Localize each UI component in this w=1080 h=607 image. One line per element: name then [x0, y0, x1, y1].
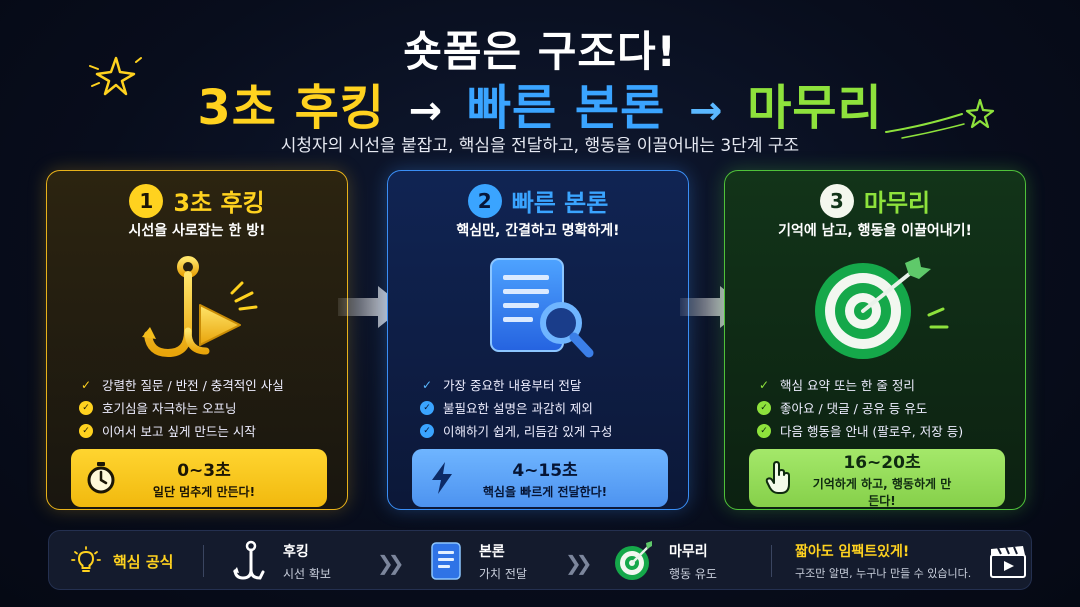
check-circle-icon: ✓	[420, 423, 434, 438]
fishing-hook-play-icon	[142, 256, 258, 358]
step-card-ending: 3 마무리 기억에 남고, 행동을 이끌어내기! ✓핵심 요약 또는 한 줄 정…	[724, 170, 1026, 510]
slogan-description: 구조만 알면, 누구나 만들 수 있습니다.	[795, 567, 972, 580]
formula-step-desc: 시선 확보	[283, 566, 331, 581]
formula-step-body: 본론 가치 전달	[429, 531, 527, 591]
time-badge: 4~15초 핵심을 빠르게 전달한다!	[412, 449, 668, 507]
list-item: ✓다음 행동을 안내 (팔로우, 저장 등)	[757, 419, 1015, 442]
card-header: 3 마무리	[725, 183, 1025, 218]
formula-step-title: 후킹	[283, 543, 309, 560]
slogan-group: 짧아도 임팩트있게! 구조만 알면, 누구나 만들 수 있습니다.	[795, 531, 971, 591]
time-range: 0~3초	[177, 461, 231, 481]
title-ending: 마무리	[747, 80, 883, 136]
formula-step-title: 본론	[479, 543, 505, 560]
list-item: ✓가장 중요한 내용부터 전달	[421, 377, 582, 394]
check-circle-icon: ✓	[757, 423, 771, 438]
chevron-double-right-icon: ❯❯	[565, 551, 592, 575]
card-subtitle: 기억에 남고, 행동을 이끌어내기!	[778, 223, 972, 239]
card-title: 3초 후킹	[173, 189, 265, 217]
card-subtitle: 시선을 사로잡는 한 방!	[128, 223, 266, 239]
card-header: 2 빠른 본론	[388, 183, 688, 218]
title-hook: 3초 후킹	[197, 80, 385, 136]
check-icon: ✓	[421, 377, 433, 392]
card-header: 1 3초 후킹	[47, 183, 347, 218]
check-icon: ✓	[80, 377, 92, 392]
time-description: 핵심을 빠르게 전달한다!	[482, 485, 608, 499]
time-range: 4~15초	[512, 461, 578, 481]
formula-step-desc: 행동 유도	[669, 566, 717, 581]
page-subtitle: 시청자의 시선을 붙잡고, 핵심을 전달하고, 행동을 이끌어내는 3단계 구조	[280, 136, 800, 156]
sparkle-star-icon	[89, 56, 142, 96]
target-icon	[615, 541, 652, 580]
time-description: 일단 멈추게 만든다!	[152, 485, 256, 499]
clapperboard-icon	[990, 546, 1026, 578]
list-item: ✓이어서 보고 싶게 만드는 시작	[79, 419, 337, 442]
card-bullet-list: ✓가장 중요한 내용부터 전달 ✓불필요한 설명은 과감히 제외 ✓이해하기 쉽…	[420, 373, 678, 442]
time-badge: 0~3초 일단 멈추게 만든다!	[71, 449, 327, 507]
chevron-double-right-icon: ❯❯	[377, 551, 404, 575]
pointer-hand-icon	[765, 461, 790, 494]
title-arrow-1: →	[408, 88, 444, 134]
formula-step-hook: 후킹 시선 확보	[229, 531, 331, 591]
step-card-hook: 1 3초 후킹 시선을 사로잡는 한 방! ✓강렬한 질문 / 반전 / 충격적…	[46, 170, 348, 510]
card-title: 마무리	[863, 189, 931, 217]
hook-icon	[233, 540, 265, 580]
list-item: ✓호기심을 자극하는 오프닝	[79, 396, 337, 419]
check-circle-icon: ✓	[79, 400, 93, 415]
step-number: 2	[467, 183, 502, 218]
lightbulb-icon	[71, 546, 101, 572]
check-icon: ✓	[758, 377, 770, 392]
card-bullet-list: ✓강렬한 질문 / 반전 / 충격적인 사실 ✓호기심을 자극하는 오프닝 ✓이…	[79, 373, 337, 442]
lightning-icon	[432, 462, 452, 494]
check-circle-icon: ✓	[79, 423, 93, 438]
list-item: ✓핵심 요약 또는 한 줄 정리	[758, 377, 915, 394]
card-title: 빠른 본론	[511, 189, 609, 217]
list-item: ✓강렬한 질문 / 반전 / 충격적인 사실	[80, 377, 284, 394]
stopwatch-icon	[87, 462, 115, 494]
card-subtitle: 핵심만, 간결하고 명확하게!	[456, 223, 620, 239]
step-card-body: 2 빠른 본론 핵심만, 간결하고 명확하게! ✓가장 중요한 내용부터 전달 …	[387, 170, 689, 510]
list-item: ✓이해하기 쉽게, 리듬감 있게 구성	[420, 419, 678, 442]
time-badge-icon	[412, 461, 472, 495]
time-description: 기억하게 하고, 행동하게 만든다!	[812, 476, 952, 508]
formula-bar: 핵심 공식 후킹 시선 확보 ❯❯ 본론 가치 전달 ❯❯	[48, 530, 1032, 590]
target-arrow-icon	[815, 257, 949, 359]
time-badge: 16~20초 기억하게 하고, 행동하게 만든다!	[749, 449, 1005, 508]
list-item: ✓불필요한 설명은 과감히 제외	[420, 396, 678, 419]
title-arrow-2: →	[688, 88, 724, 134]
card-illustration	[725, 253, 1025, 363]
sparkle-star-green-icon	[885, 98, 995, 139]
formula-label: 핵심 공식	[113, 552, 174, 571]
page-title: 숏폼은 구조다!	[403, 27, 677, 76]
check-circle-icon: ✓	[420, 400, 434, 415]
card-bullet-list: ✓핵심 요약 또는 한 줄 정리 ✓좋아요 / 댓글 / 공유 등 유도 ✓다음…	[757, 373, 1015, 442]
list-item: ✓좋아요 / 댓글 / 공유 등 유도	[757, 396, 1015, 419]
title-body: 빠른 본론	[466, 80, 666, 136]
formula-label-group: 핵심 공식	[71, 531, 173, 591]
formula-step-desc: 가치 전달	[479, 566, 527, 581]
slogan-title: 짧아도 임팩트있게!	[795, 544, 910, 560]
title-formula: 3초 후킹 → 빠른 본론 → 마무리	[0, 68, 1080, 138]
card-illustration	[388, 253, 688, 363]
time-range: 16~20초	[843, 452, 921, 473]
step-number: 1	[129, 183, 164, 218]
check-circle-icon: ✓	[757, 400, 771, 415]
card-illustration	[47, 253, 347, 363]
document-magnifier-icon	[490, 258, 594, 358]
step-number: 3	[819, 183, 854, 218]
document-icon	[431, 542, 461, 580]
time-badge-icon	[71, 461, 131, 495]
divider	[203, 545, 204, 577]
time-badge-icon	[749, 461, 809, 495]
formula-step-title: 마무리	[669, 543, 708, 560]
formula-step-ending: 마무리 행동 유도	[613, 531, 717, 591]
divider	[771, 545, 772, 577]
